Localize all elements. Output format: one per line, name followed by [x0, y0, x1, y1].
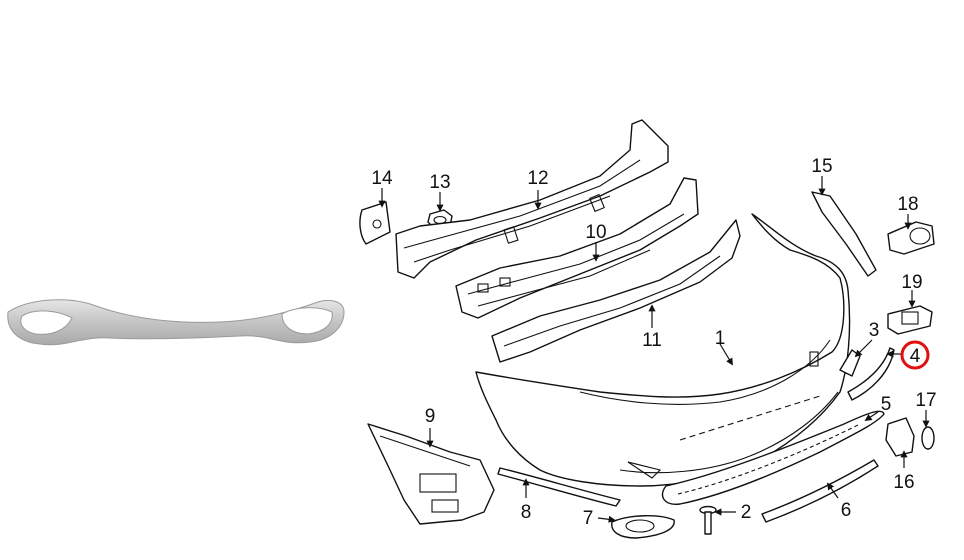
callout-11: 11 [642, 330, 662, 351]
callout-10: 10 [585, 222, 606, 243]
callout-8: 8 [521, 502, 532, 523]
callout-18: 18 [897, 194, 918, 215]
part-10-absorber [455, 177, 699, 319]
callout-9: 9 [425, 406, 436, 427]
callout-12: 12 [527, 168, 548, 189]
callout-1: 1 [715, 328, 726, 349]
part-15-guide [811, 191, 877, 277]
part-17-cap [921, 426, 935, 450]
callout-labels: 1 2 3 4 5 6 7 8 9 10 11 12 13 14 15 16 1… [371, 156, 936, 529]
part-11-lower-absorber [491, 219, 741, 363]
part-4-strip [847, 347, 895, 401]
part-6-moulding [761, 459, 879, 523]
callout-19: 19 [901, 272, 922, 293]
part-12-reinforcement [395, 119, 669, 279]
callout-15: 15 [811, 156, 832, 177]
callout-7: 7 [583, 508, 594, 529]
callout-5: 5 [881, 394, 892, 415]
callout-17: 17 [915, 390, 936, 411]
callout-4: 4 [910, 346, 921, 367]
callout-13: 13 [429, 172, 450, 193]
part-19-holder [887, 305, 933, 335]
part-2-bolt [699, 505, 717, 535]
callout-6: 6 [841, 500, 852, 521]
callout-14: 14 [371, 168, 393, 189]
callout-2: 2 [741, 502, 752, 523]
leader-lines [378, 176, 930, 523]
callout-16: 16 [893, 472, 914, 493]
highlight-ring [900, 340, 930, 370]
callout-3: 3 [869, 320, 880, 341]
part-9-bracket [367, 423, 495, 525]
part-16-clip [885, 417, 915, 457]
part-18-sensor [887, 221, 935, 255]
part-14-bracket [359, 201, 391, 245]
part-5-trim [661, 410, 885, 505]
part-7-bezel [611, 515, 675, 539]
trim-photo [7, 299, 345, 346]
part-1-bumper-cover [475, 213, 851, 487]
